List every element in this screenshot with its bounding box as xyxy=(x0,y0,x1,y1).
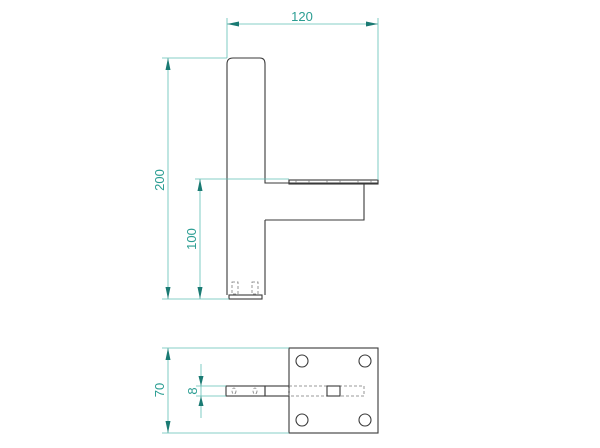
wall-plate-outline xyxy=(226,57,379,295)
arm-slot xyxy=(326,385,341,397)
bar-holes xyxy=(231,387,258,395)
dimension-70-label: 70 xyxy=(152,383,167,397)
base-plate xyxy=(288,347,379,434)
dimension-100: 100 xyxy=(184,178,289,299)
arm-link xyxy=(264,385,290,397)
top-plate xyxy=(288,179,379,185)
dimension-120-label: 120 xyxy=(291,9,313,24)
dimension-8-label: 8 xyxy=(185,387,200,394)
front-view xyxy=(226,57,379,300)
mount-hole xyxy=(358,413,372,427)
foot xyxy=(228,294,263,300)
dimension-200: 200 xyxy=(152,57,229,300)
dimension-8: 8 xyxy=(185,364,226,418)
top-view xyxy=(225,347,379,434)
dimension-120: 120 xyxy=(226,9,379,180)
top-plate-holes xyxy=(295,180,372,184)
foot-holes xyxy=(231,281,259,295)
dimension-70: 70 xyxy=(152,347,289,434)
dimension-200-label: 200 xyxy=(152,169,167,191)
mount-hole xyxy=(295,413,309,427)
mount-hole xyxy=(358,354,372,368)
mount-hole xyxy=(295,354,309,368)
dimension-100-label: 100 xyxy=(184,228,199,250)
